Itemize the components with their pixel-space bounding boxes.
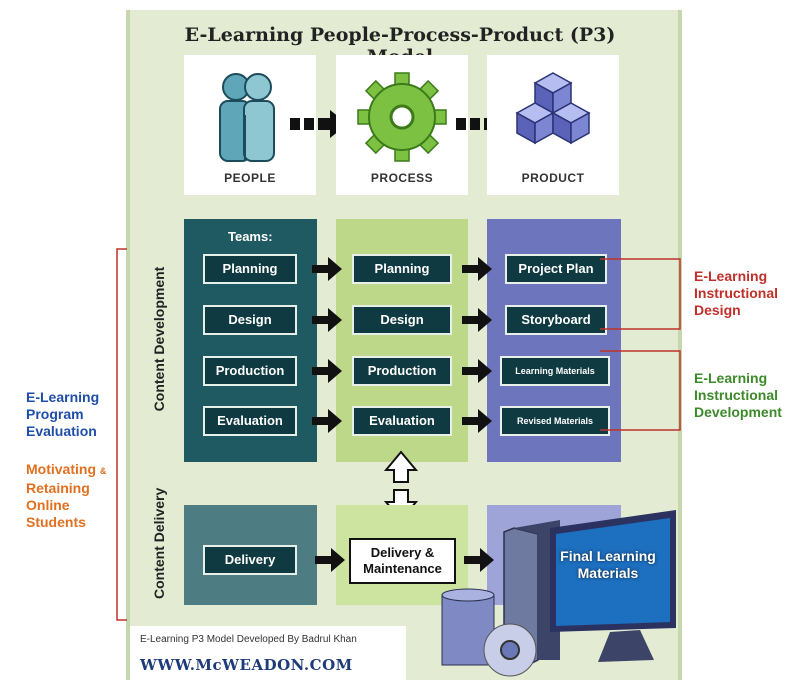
product-revised-materials: Revised Materials [500, 406, 610, 436]
team-design: Design [203, 305, 297, 335]
arrow-right-icon [464, 548, 494, 572]
motivating-amp: & [99, 466, 107, 476]
credit-box: E-Learning P3 Model Developed By Badrul … [130, 626, 406, 680]
instructional-design-label: E-Learning Instructional Design [694, 268, 778, 319]
team-planning: Planning [203, 254, 297, 284]
process-label: PROCESS [370, 171, 434, 185]
delivery-maintenance-line1: Delivery & [370, 545, 435, 560]
credit-url[interactable]: WWW.McWEADON.COM [140, 656, 353, 674]
right-brackets [600, 258, 681, 431]
arrow-right-icon [462, 359, 492, 383]
development-line1: E-Learning [694, 370, 768, 386]
development-line3: Development [694, 404, 782, 420]
product-storyboard: Storyboard [505, 305, 607, 335]
people-label: PEOPLE [224, 171, 276, 185]
process-box: PROCESS [336, 55, 468, 195]
development-line2: Instructional [694, 387, 779, 403]
arrow-right-icon [312, 257, 342, 281]
delivery-maintenance-line2: Maintenance [363, 561, 442, 576]
arrow-right-icon [315, 548, 345, 572]
team-evaluation: Evaluation [203, 406, 297, 436]
program-evaluation-label: E-Learning Program Evaluation [26, 389, 99, 440]
cubes-icon [515, 72, 591, 145]
team-delivery: Delivery [203, 545, 297, 575]
arrow-right-icon [312, 409, 342, 433]
gear-icon [357, 72, 447, 162]
motivating-students-label: Motivating & Retaining Online Students [26, 461, 106, 531]
credit-line: E-Learning P3 Model Developed By Badrul … [140, 634, 357, 645]
motivating-word: Motivating [26, 461, 96, 477]
process-planning: Planning [352, 254, 452, 284]
teams-label: Teams: [228, 229, 273, 244]
process-evaluation: Evaluation [352, 406, 452, 436]
arrow-right-icon [462, 257, 492, 281]
retaining-line3: Students [26, 514, 86, 530]
retaining-line1: Retaining [26, 480, 90, 496]
people-icon [219, 73, 275, 162]
content-development-label: Content Development [151, 266, 167, 412]
computer-icon [441, 510, 676, 677]
design-line1: E-Learning [694, 268, 768, 284]
people-box: PEOPLE [184, 55, 316, 195]
evaluation-line2: Program [26, 406, 84, 422]
delivery-maintenance-box: Delivery & Maintenance [349, 538, 456, 584]
arrow-right-icon [312, 359, 342, 383]
product-learning-materials: Learning Materials [500, 356, 610, 386]
process-production: Production [352, 356, 452, 386]
instructional-development-label: E-Learning Instructional Development [694, 370, 782, 421]
left-bracket [116, 248, 127, 621]
final-materials-text: Final Learning Materials [552, 548, 664, 582]
team-production: Production [203, 356, 297, 386]
design-line2: Instructional [694, 285, 779, 301]
product-project-plan: Project Plan [505, 254, 607, 284]
evaluation-line1: E-Learning [26, 389, 100, 405]
design-line3: Design [694, 302, 741, 318]
content-delivery-label: Content Delivery [151, 487, 167, 599]
arrow-right-icon [312, 308, 342, 332]
evaluation-line3: Evaluation [26, 423, 97, 439]
final-materials-line2: Materials [577, 565, 639, 581]
arrow-right-icon [462, 409, 492, 433]
retaining-line2: Online [26, 497, 70, 513]
product-label: PRODUCT [521, 171, 585, 185]
final-materials-line1: Final Learning [560, 548, 656, 564]
product-box: PRODUCT [487, 55, 619, 195]
process-design: Design [352, 305, 452, 335]
arrow-right-icon [462, 308, 492, 332]
